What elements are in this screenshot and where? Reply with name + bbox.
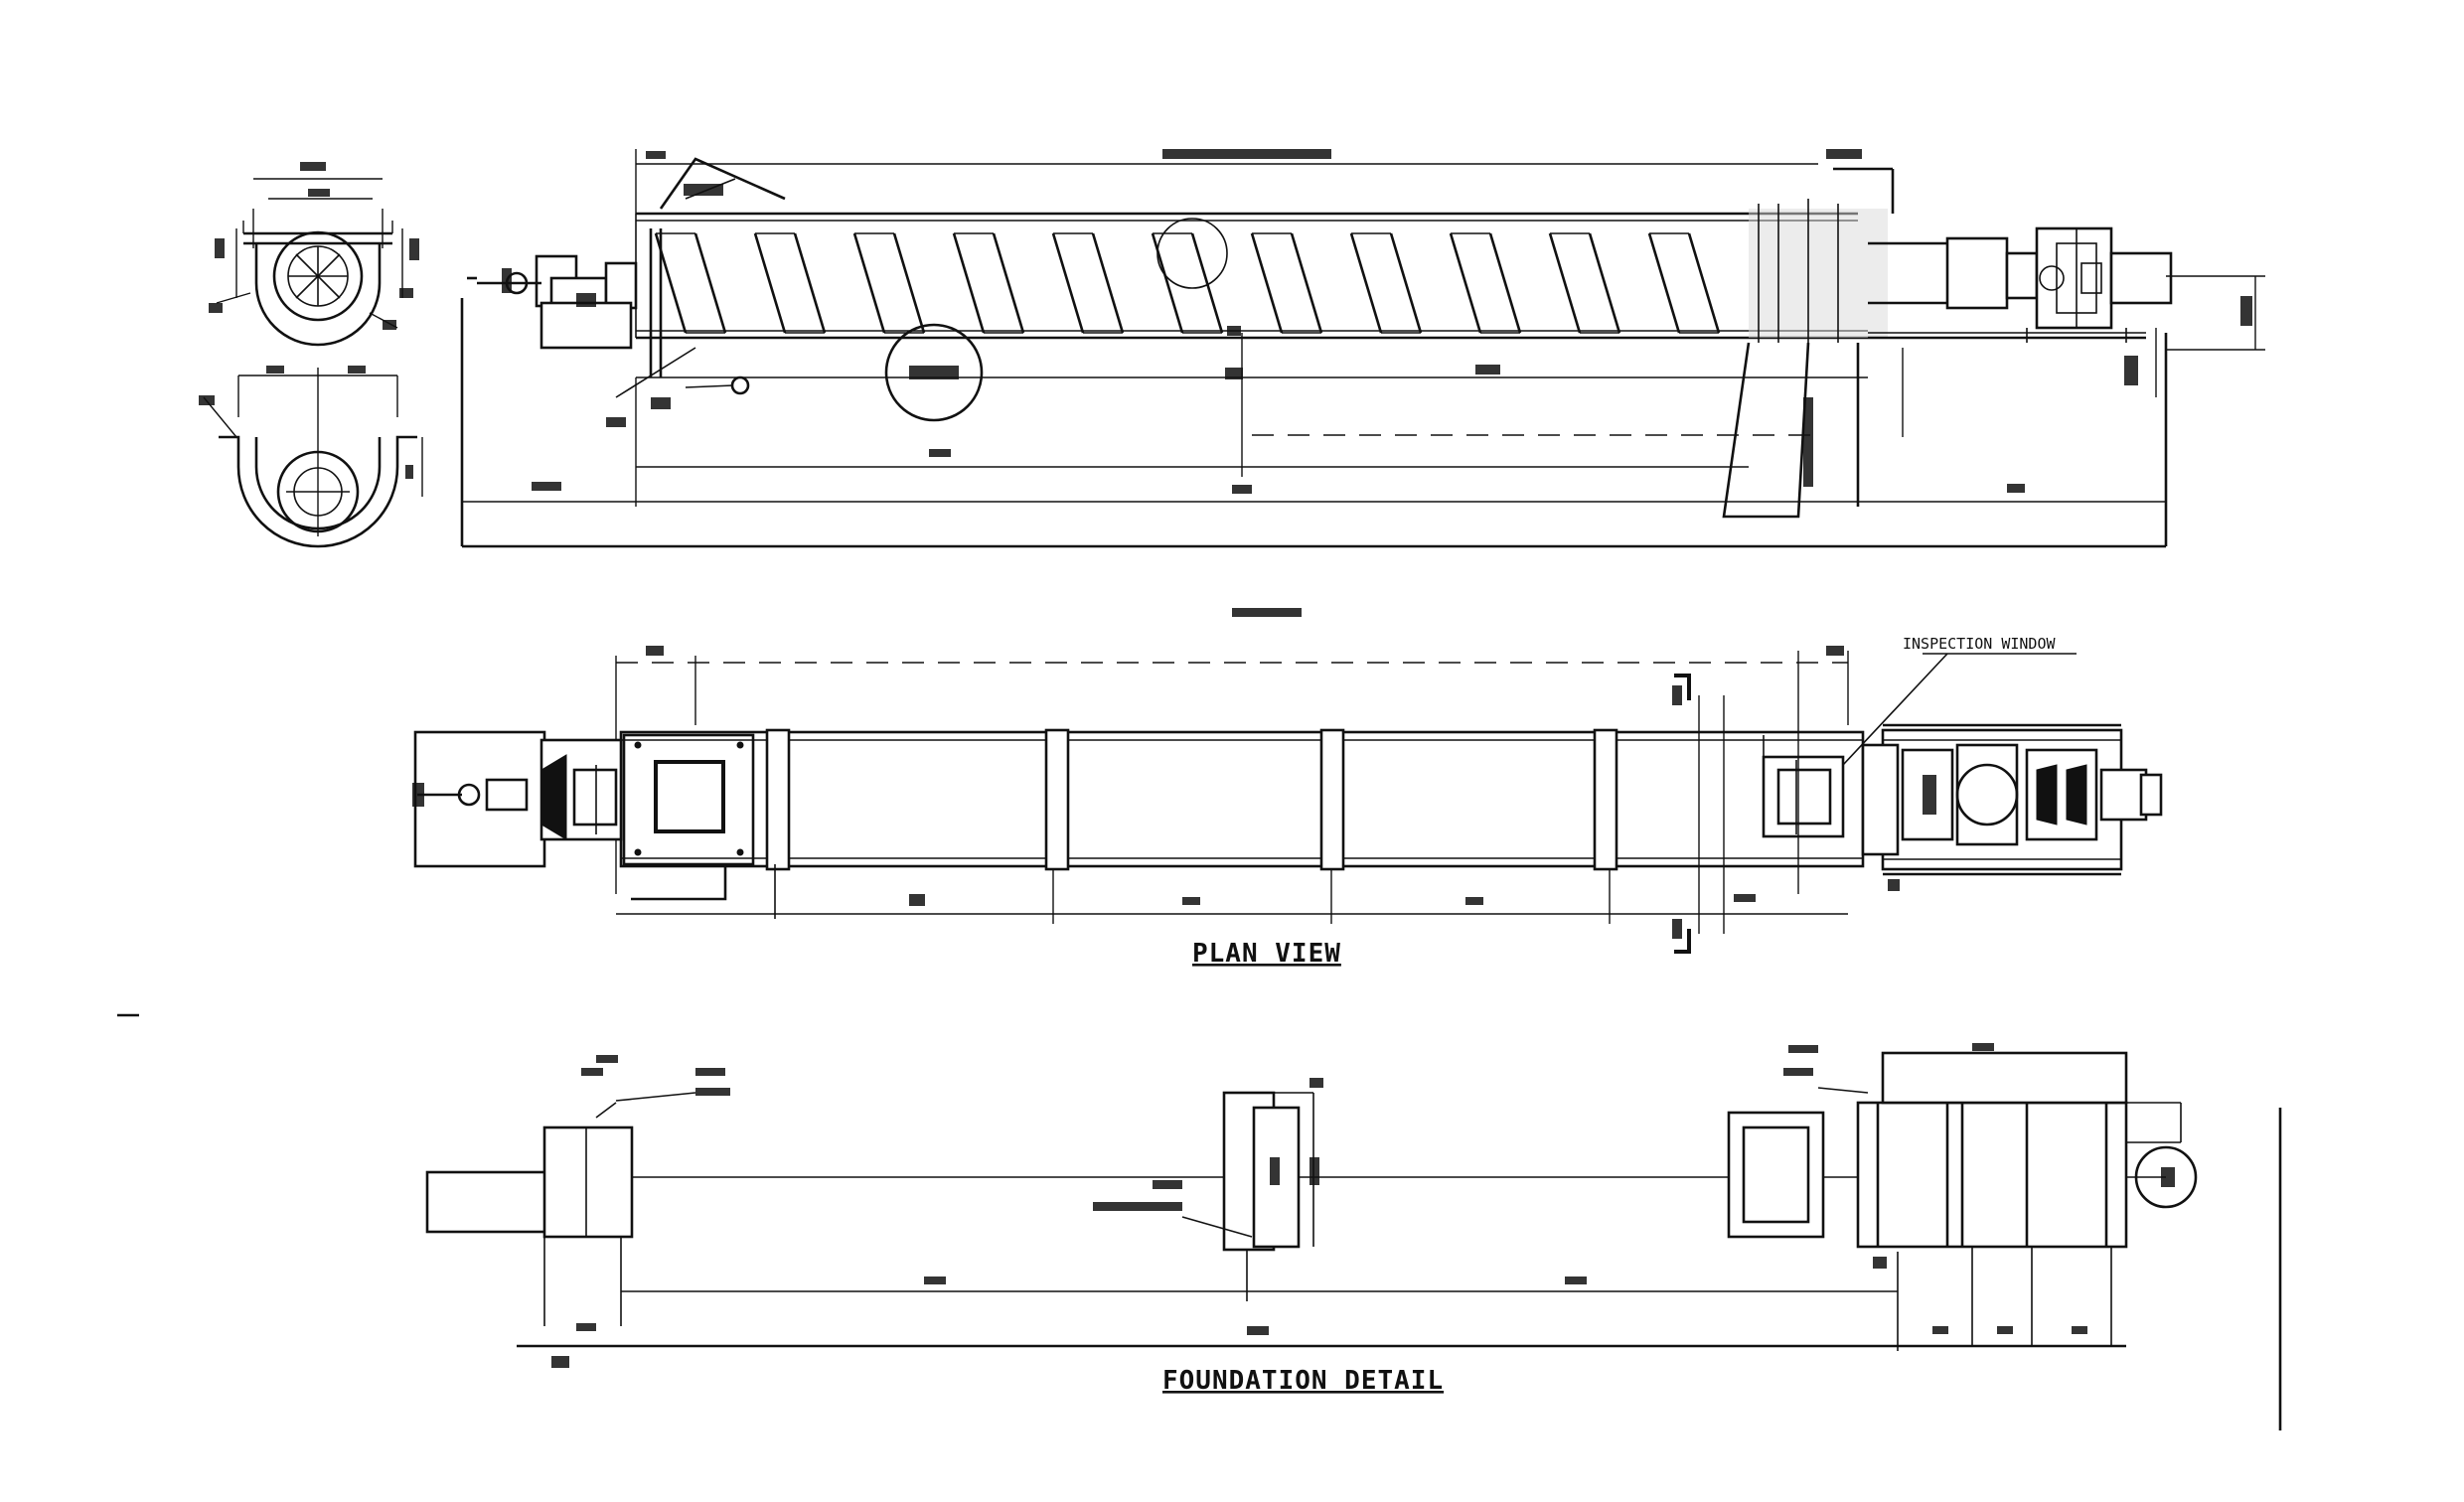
plan-view: INSPECTION WINDOW xyxy=(412,635,2163,969)
inspection-window-label: INSPECTION WINDOW xyxy=(1903,635,2056,653)
screw-flights xyxy=(654,232,1721,334)
foundation-detail-title: FOUNDATION DETAIL xyxy=(1162,1366,1444,1396)
plan-view-title: PLAN VIEW xyxy=(1192,939,1341,969)
trough-section-bottom xyxy=(199,366,423,548)
drive-unit xyxy=(1868,226,2173,343)
tail-end xyxy=(467,254,638,350)
trough-section-top xyxy=(209,162,419,347)
side-elevation xyxy=(460,149,2265,617)
foundation-detail: FOUNDATION DETAIL xyxy=(425,1043,2282,1430)
plan-drive-unit xyxy=(1861,723,2163,876)
